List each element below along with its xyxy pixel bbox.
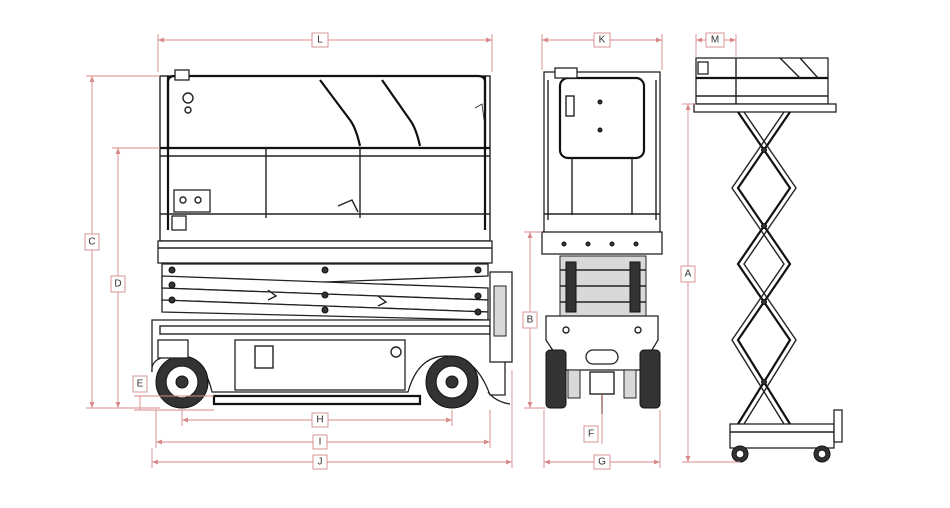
side-chassis [151, 271, 513, 406]
front-guardrail [543, 67, 661, 241]
side-view [151, 69, 513, 409]
svg-text:I: I [319, 437, 322, 448]
svg-text:G: G [598, 457, 606, 468]
svg-text:E: E [137, 379, 144, 390]
raised-platform [693, 57, 837, 113]
front-scissor-stack [559, 255, 647, 317]
svg-text:M: M [711, 35, 719, 46]
label-H: H [311, 412, 329, 428]
label-A: A [680, 265, 696, 283]
front-wheels [545, 349, 661, 409]
side-scissor-stack [161, 263, 489, 321]
svg-text:A: A [685, 269, 692, 280]
label-B: B [522, 311, 538, 329]
label-M: M [705, 32, 725, 48]
svg-text:F: F [588, 429, 594, 440]
raised-side-view [693, 57, 843, 463]
side-guardrail [159, 69, 491, 242]
label-K: K [593, 32, 611, 48]
dimension-labels: L K M C D E H I [84, 32, 725, 470]
raised-chassis [729, 409, 843, 463]
front-view [541, 67, 663, 414]
raised-scissor-stack [731, 111, 797, 425]
svg-text:J: J [318, 457, 323, 468]
svg-text:K: K [599, 35, 606, 46]
svg-text:L: L [317, 35, 323, 46]
label-D: D [110, 275, 126, 293]
label-E: E [132, 375, 148, 393]
label-F: F [583, 425, 599, 443]
svg-text:C: C [88, 237, 95, 248]
label-G: G [593, 454, 611, 470]
svg-text:D: D [114, 279, 121, 290]
label-I: I [312, 434, 328, 450]
side-platform-deck [157, 240, 493, 264]
label-L: L [311, 32, 329, 48]
label-C: C [84, 233, 100, 251]
svg-text:B: B [527, 315, 534, 326]
side-wheels [155, 339, 479, 409]
label-J: J [312, 454, 328, 470]
svg-text:H: H [316, 415, 323, 426]
front-platform-deck [541, 231, 663, 255]
